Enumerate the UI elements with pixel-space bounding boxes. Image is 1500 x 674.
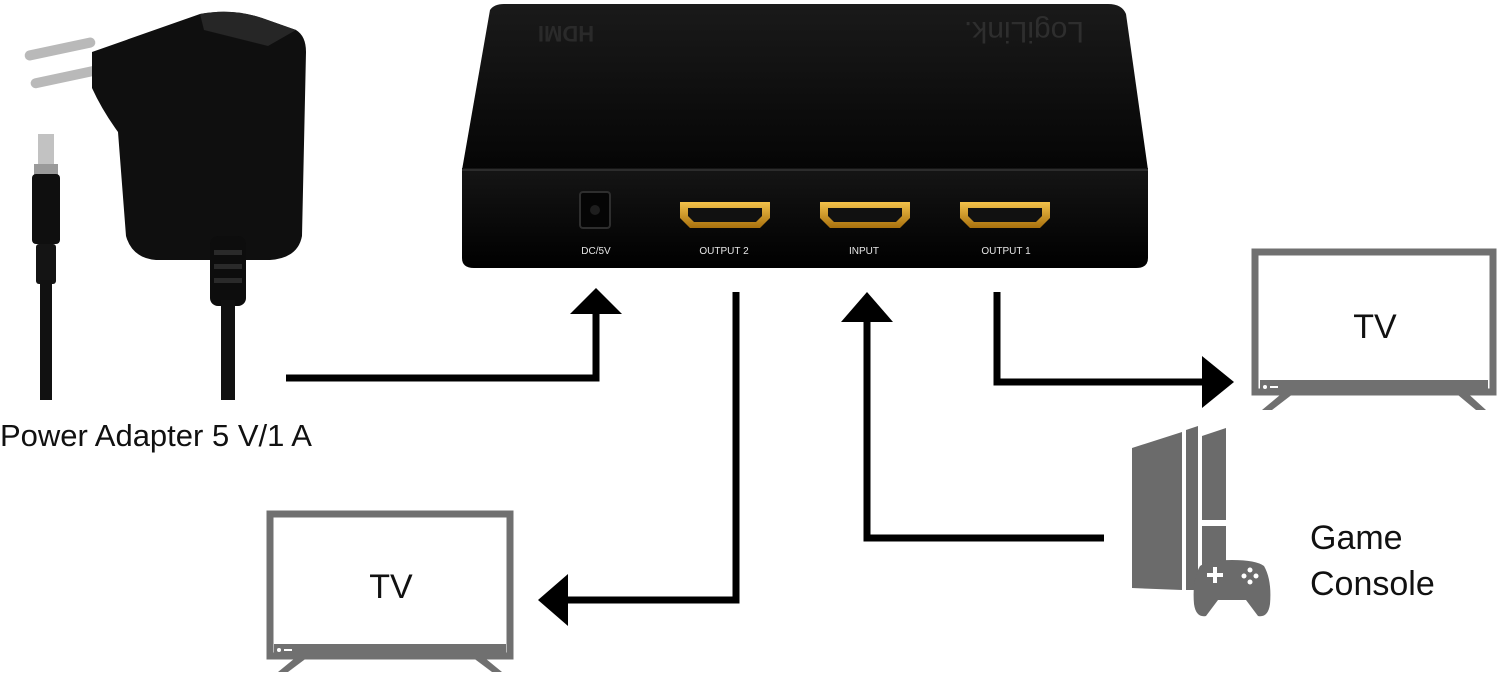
dc-jack [579,191,611,229]
tv-icon [1251,248,1497,410]
tv-bottom-label: TV [369,568,413,606]
brand-logo: LogiLink. [964,15,1084,48]
game-console-label-line2: Console [1310,565,1435,603]
port-label-output1: OUTPUT 1 [981,246,1031,257]
hdmi-port-output1 [960,202,1050,228]
game-console-icon [1132,426,1226,590]
hdmi-port-input [820,202,910,228]
hdmi-logo: HDMI [538,21,594,46]
gamepad-icon [1193,560,1271,617]
tv-right-label: TV [1353,308,1397,346]
arrow-output1-to-tv [993,292,1234,408]
port-label-input: INPUT [849,246,879,257]
hdmi-splitter-icon [462,4,1148,268]
power-adapter-icon [24,11,306,400]
arrow-console-to-input [841,292,1104,542]
port-label-dc: DC/5V [581,246,611,257]
arrow-output2-to-tv [538,292,740,626]
game-console-label-line1: Game [1310,519,1403,557]
tv-icon [266,510,514,672]
power-adapter-label: Power Adapter 5 V/1 A [0,418,312,453]
hdmi-port-output2 [680,202,770,228]
port-label-output2: OUTPUT 2 [699,246,749,257]
arrow-power-to-dc [286,288,622,382]
